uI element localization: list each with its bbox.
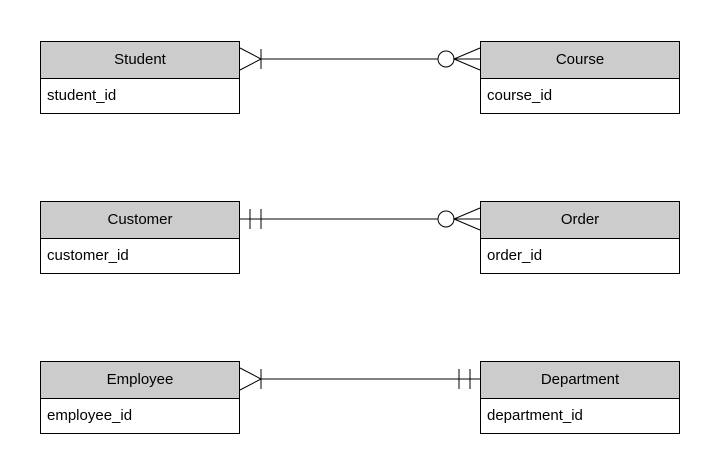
entity-course-attribute: course_id — [481, 79, 679, 113]
entity-employee-attribute: employee_id — [41, 399, 239, 433]
entity-employee-title: Employee — [41, 362, 239, 399]
relationship-customer-order — [240, 207, 481, 231]
entity-course: Course course_id — [480, 41, 680, 114]
relationship-student-course — [239, 47, 481, 71]
entity-department-attribute: department_id — [481, 399, 679, 433]
entity-customer: Customer customer_id — [40, 201, 240, 274]
entity-employee: Employee employee_id — [40, 361, 240, 434]
entity-department: Department department_id — [480, 361, 680, 434]
zero-circle-icon — [437, 50, 455, 68]
entity-customer-title: Customer — [41, 202, 239, 239]
entity-student-attribute: student_id — [41, 79, 239, 113]
zero-circle-icon — [437, 210, 455, 228]
entity-order-title: Order — [481, 202, 679, 239]
entity-customer-attribute: customer_id — [41, 239, 239, 273]
entity-order: Order order_id — [480, 201, 680, 274]
entity-student-title: Student — [41, 42, 239, 79]
entity-department-title: Department — [481, 362, 679, 399]
crows-foot-many-icon — [239, 47, 263, 71]
crows-foot-many-icon — [239, 367, 263, 391]
entity-student: Student student_id — [40, 41, 240, 114]
entity-course-title: Course — [481, 42, 679, 79]
crows-foot-many-icon — [452, 47, 481, 71]
crows-foot-many-icon — [452, 207, 481, 231]
relationship-employee-department — [239, 367, 480, 391]
entity-order-attribute: order_id — [481, 239, 679, 273]
